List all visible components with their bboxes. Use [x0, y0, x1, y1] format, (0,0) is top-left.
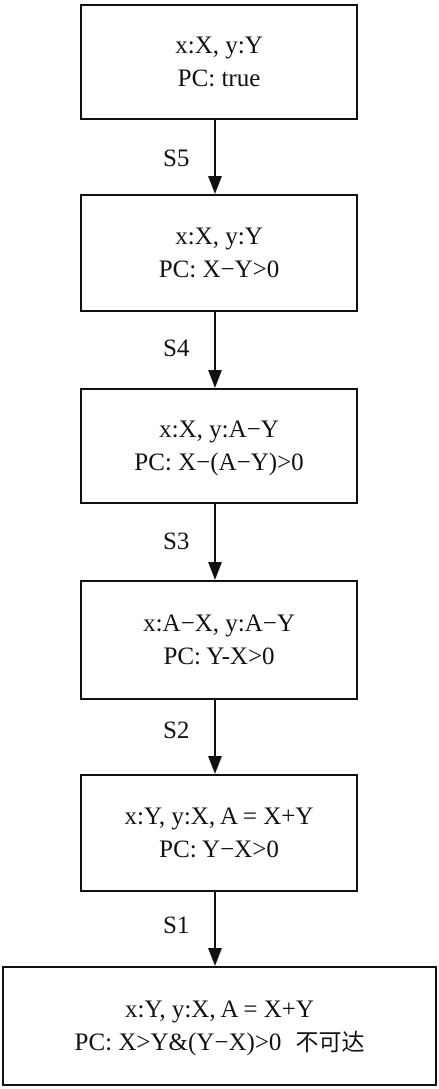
transition-label-s3: S3 [163, 528, 190, 555]
transition-arrow [205, 312, 225, 388]
state-box-1: x:X, y:Y PC: true [80, 4, 358, 120]
path-condition: PC: X−Y>0 [158, 256, 280, 283]
transition-arrow [205, 892, 225, 966]
transition-label-s5: S5 [163, 145, 190, 172]
state-variables: x:A−X, y:A−Y [143, 610, 295, 637]
state-box-3: x:X, y:A−Y PC: X−(A−Y)>0 [80, 388, 358, 504]
state-variables: x:Y, y:X, A = X+Y [125, 995, 314, 1023]
path-condition: PC: Y-X>0 [163, 643, 275, 670]
unreachable-note: 不可达 [295, 1029, 365, 1056]
state-box-5: x:Y, y:X, A = X+Y PC: Y−X>0 [80, 774, 358, 892]
state-variables: x:X, y:A−Y [159, 416, 279, 443]
transition-label-s4: S4 [163, 335, 190, 362]
transition-arrow [205, 120, 225, 194]
state-variables: x:X, y:Y [175, 32, 263, 59]
path-condition: PC: X−(A−Y)>0 [134, 449, 304, 476]
state-variables: x:X, y:Y [175, 223, 263, 250]
state-box-2: x:X, y:Y PC: X−Y>0 [80, 194, 358, 312]
transition-label-s1: S1 [163, 912, 190, 939]
transition-arrow [205, 504, 225, 580]
path-condition: PC: Y−X>0 [159, 836, 279, 863]
transition-label-s2: S2 [163, 717, 190, 744]
state-box-4: x:A−X, y:A−Y PC: Y-X>0 [80, 580, 358, 700]
transition-arrow [205, 700, 225, 774]
state-box-6: x:Y, y:X, A = X+Y PC: X>Y&(Y−X)>0 不可达 [2, 966, 437, 1086]
state-variables: x:Y, y:X, A = X+Y [124, 803, 314, 830]
path-condition: PC: true [177, 65, 261, 92]
path-condition: PC: X>Y&(Y−X)>0 [74, 1028, 282, 1056]
path-condition-row: PC: X>Y&(Y−X)>0 不可达 [75, 1026, 365, 1060]
